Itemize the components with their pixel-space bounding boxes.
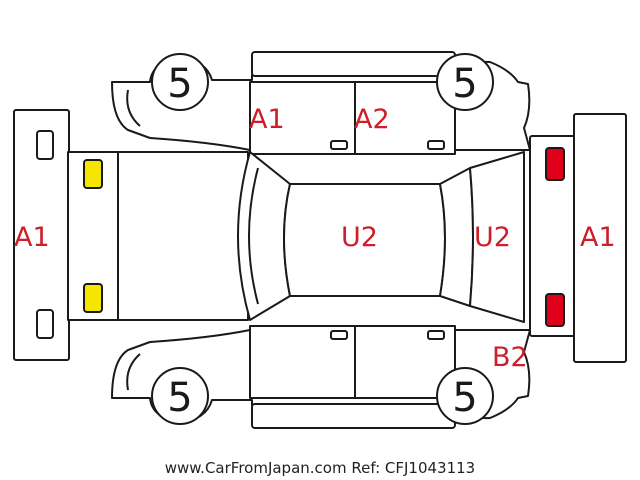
right-side-roof-rail <box>251 403 456 429</box>
roof-code: U2 <box>341 222 378 253</box>
hood-panel <box>117 151 249 321</box>
right-front-fender-line <box>126 353 141 391</box>
front-left-door-handle <box>330 140 348 150</box>
front-left-headlamp <box>83 159 103 189</box>
front-bumper-bottom-bracket <box>36 309 54 339</box>
rear-window-code: U2 <box>474 222 511 253</box>
rear-left-door-handle <box>427 140 445 150</box>
front-left-wheel-number: 5 <box>167 61 192 107</box>
front-left-door-code: A1 <box>249 104 285 135</box>
front-right-wheel <box>151 367 209 425</box>
front-right-headlamp <box>83 283 103 313</box>
rear-left-tail-lamp <box>545 147 565 181</box>
front-bumper-code: A1 <box>14 222 50 253</box>
front-bumper-top-bracket <box>36 130 54 160</box>
rear-left-door-code: A2 <box>354 104 390 135</box>
rear-left-wheel-number: 5 <box>452 61 477 107</box>
rear-right-quarter-code: B2 <box>492 342 528 373</box>
rear-right-door-handle <box>427 330 445 340</box>
front-right-door-handle <box>330 330 348 340</box>
footer-watermark: www.CarFromJapan.com Ref: CFJ1043113 <box>165 459 475 477</box>
rear-bumper <box>573 113 627 363</box>
tailgate-glass <box>469 151 525 323</box>
left-side-roof-rail <box>251 51 456 77</box>
left-front-fender-line <box>126 89 141 127</box>
front-right-wheel-number: 5 <box>167 375 192 421</box>
rear-right-wheel-number: 5 <box>452 375 477 421</box>
windshield-inner-line <box>248 167 259 305</box>
rear-right-tail-lamp <box>545 293 565 327</box>
rear-bumper-code: A1 <box>580 222 616 253</box>
windshield <box>237 151 291 321</box>
front-left-wheel <box>151 53 209 111</box>
rear-window <box>439 167 474 307</box>
rear-left-wheel <box>436 53 494 111</box>
rear-right-wheel <box>436 367 494 425</box>
